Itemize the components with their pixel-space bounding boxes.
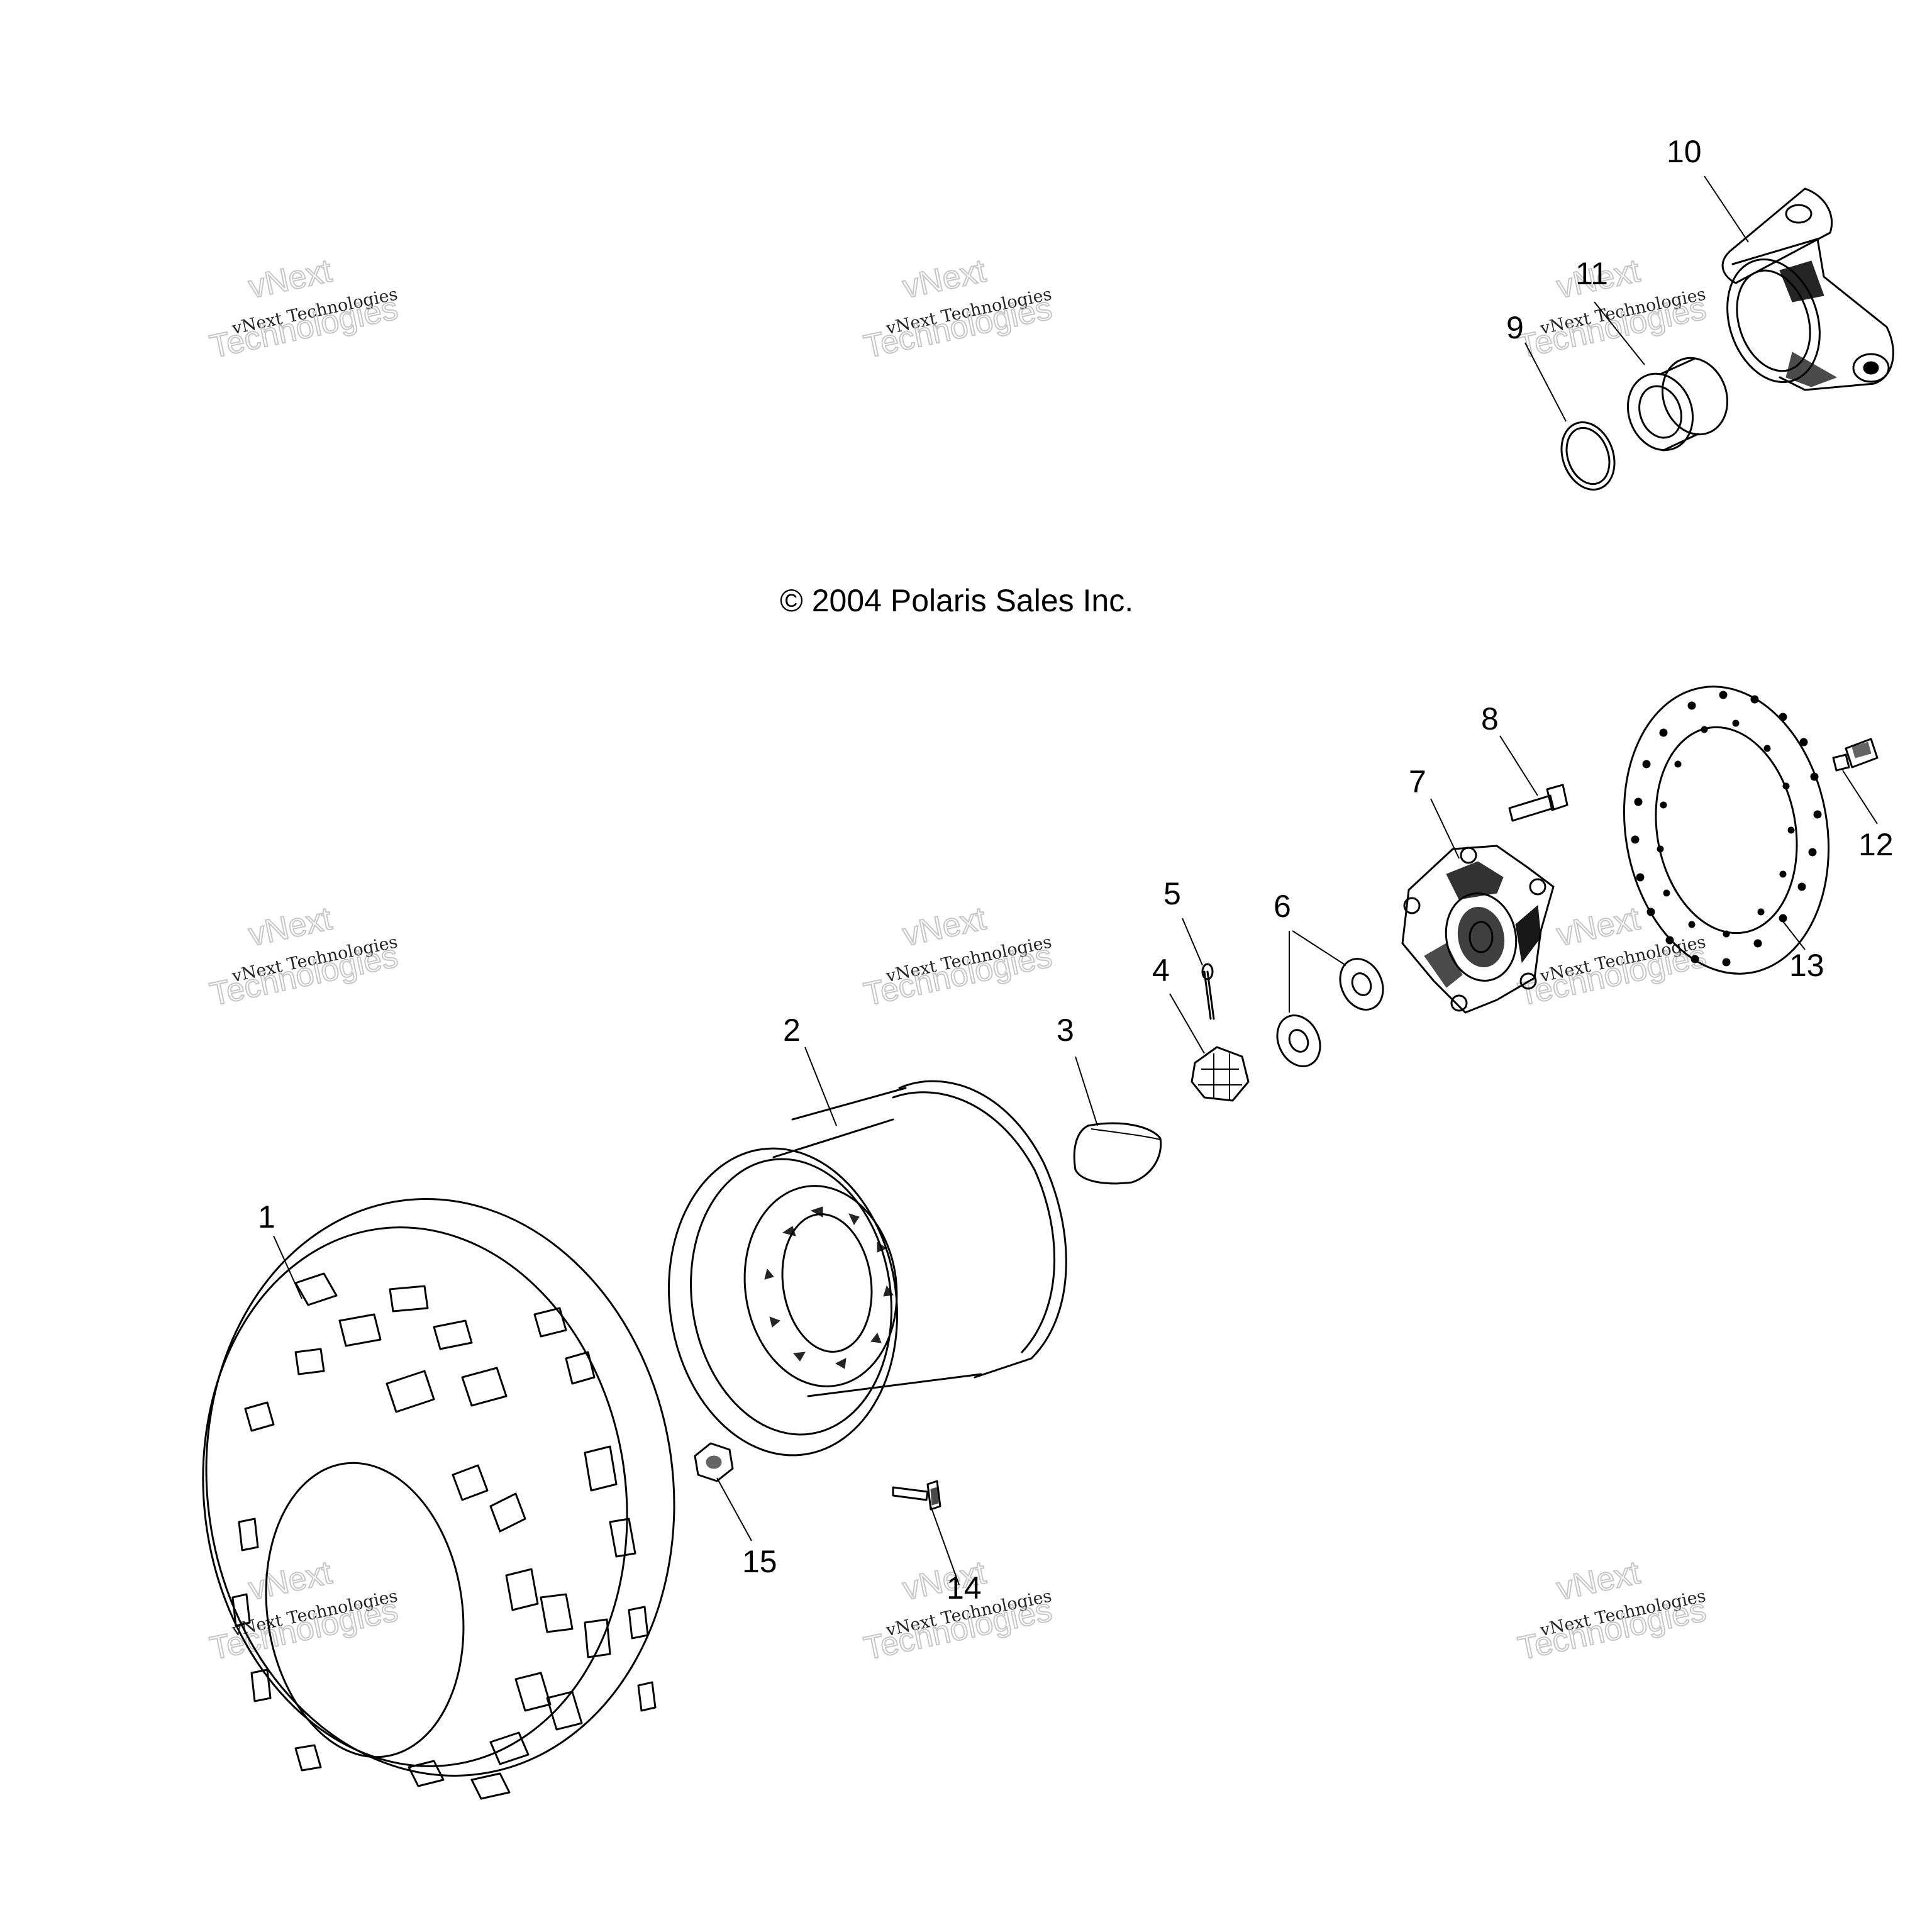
callout-14: 14 [947, 1570, 982, 1606]
part-7-hub [1401, 845, 1555, 1014]
watermark: vNext vNext Technologies Technologies [206, 252, 402, 365]
watermark-line1: vNext [245, 1554, 335, 1607]
tire-tread-blocks [231, 1272, 657, 1800]
callout-15: 15 [742, 1544, 777, 1579]
part-8-stud [1508, 784, 1568, 822]
part-11-knuckle [1721, 187, 1894, 391]
watermark: vNext vNext Technologies Technologies [1514, 252, 1710, 365]
part-5-cotter-pin [1201, 963, 1215, 1020]
callout-7: 7 [1409, 764, 1426, 799]
callout-3: 3 [1057, 1013, 1074, 1048]
part-4-castle-nut [1191, 1046, 1250, 1102]
leader-4 [1169, 993, 1205, 1054]
watermark-line3: Technologies [861, 938, 1055, 1013]
leader-1 [273, 1235, 303, 1299]
callout-4: 4 [1152, 953, 1170, 988]
part-1-tire [202, 1198, 675, 1800]
part-3-dust-cap [1073, 1122, 1162, 1185]
watermark-line1: vNext [1553, 900, 1643, 953]
watermark-line3: Technologies [861, 290, 1055, 365]
leader-3 [1075, 1056, 1098, 1126]
watermark-line3: Technologies [1515, 1592, 1709, 1667]
watermark-line1: vNext [899, 900, 989, 953]
callout-5: 5 [1163, 876, 1181, 911]
leader-7 [1430, 798, 1460, 859]
callout-6: 6 [1274, 889, 1291, 924]
watermark-line3: Technologies [207, 290, 401, 365]
rim-lug-marks [764, 1206, 894, 1369]
leader-11 [1704, 175, 1749, 243]
leader-8 [1499, 735, 1538, 796]
leader-13 [1782, 921, 1806, 950]
watermark-line1: vNext [899, 252, 989, 305]
leader-6b [1292, 930, 1346, 966]
disc-holes [1631, 691, 1822, 967]
callout-11: 10 [1667, 134, 1702, 169]
leader-14 [930, 1506, 960, 1585]
watermark: vNext vNext Technologies Technologies [860, 899, 1056, 1013]
watermark: vNext vNext Technologies Technologies [1514, 1553, 1710, 1667]
leader-10 [1594, 301, 1645, 365]
watermark: vNext vNext Technologies Technologies [860, 252, 1056, 365]
watermark-line1: vNext [1553, 1554, 1643, 1607]
callout-13: 13 [1789, 948, 1824, 983]
callout-9: 9 [1506, 310, 1524, 345]
part-10-bearing [1626, 357, 1729, 452]
copyright-notice: © 2004 Polaris Sales Inc. [780, 583, 1133, 618]
watermark-line3: Technologies [207, 1592, 401, 1667]
watermark-line3: Technologies [207, 938, 401, 1013]
callout-10: 11 [1575, 256, 1608, 291]
callout-2: 2 [783, 1013, 801, 1048]
part-15-lug-nut [694, 1442, 734, 1482]
leader-15 [716, 1477, 752, 1541]
part-12-disc-bolt [1832, 738, 1879, 772]
leader-2 [804, 1046, 837, 1126]
part-13-brake-disc [1623, 686, 1830, 975]
leader-12 [1842, 770, 1878, 824]
callout-1: 1 [258, 1199, 275, 1235]
callout-12: 12 [1858, 827, 1894, 862]
part-6-washers [1276, 958, 1384, 1067]
callout-8: 8 [1481, 701, 1499, 736]
watermark-line3: Technologies [1515, 290, 1709, 365]
part-2-wheel-rim [668, 1080, 1067, 1457]
part-9-snap-ring [1560, 421, 1616, 491]
leader-9 [1524, 342, 1567, 422]
watermark-line1: vNext [245, 900, 335, 953]
leader-5 [1182, 918, 1203, 966]
watermark: vNext vNext Technologies Technologies [206, 899, 402, 1013]
part-14-valve-stem [892, 1480, 941, 1511]
watermark-line1: vNext [245, 252, 335, 305]
